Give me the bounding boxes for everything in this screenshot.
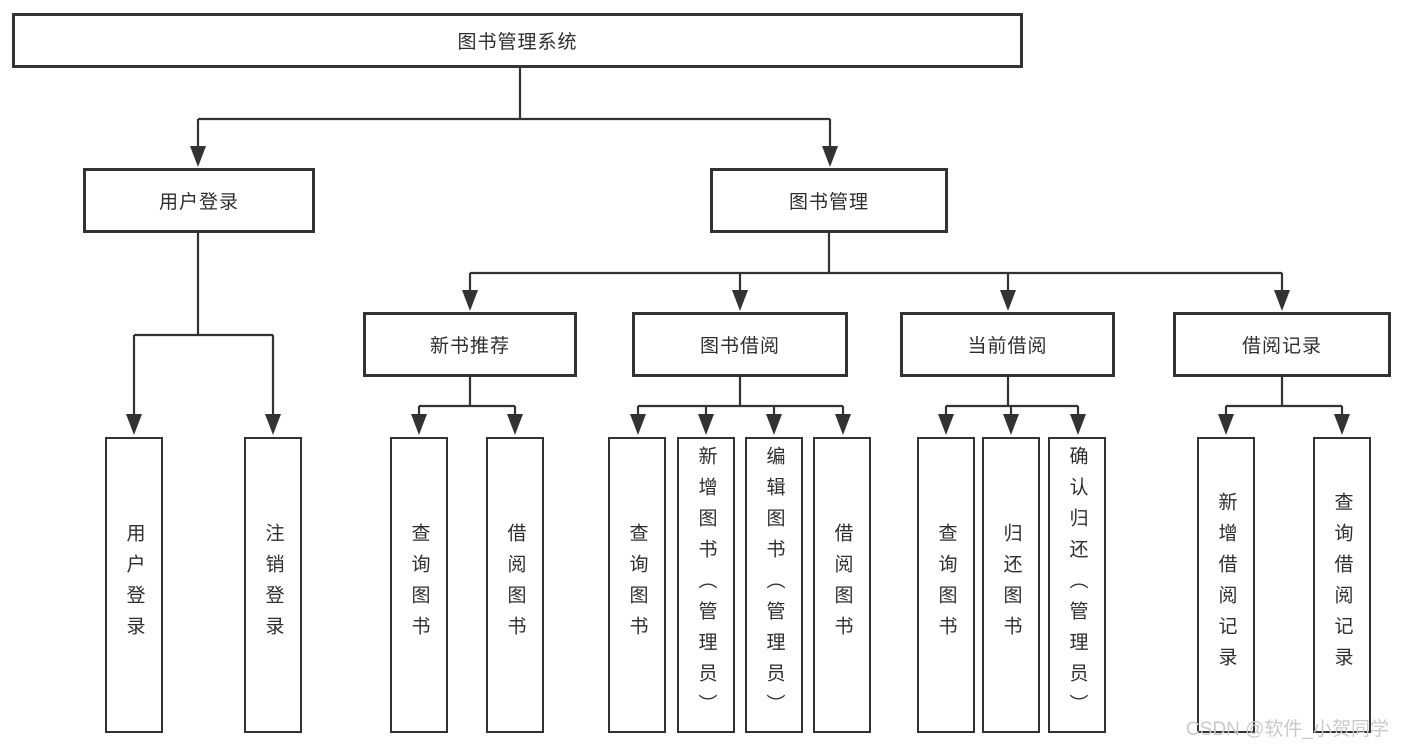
node-current-borrowing: 当前借阅: [900, 312, 1115, 377]
node-library-system: 图书管理系统: [12, 13, 1023, 68]
csdn-watermark: CSDN @软件_小贺同学: [1186, 719, 1389, 740]
leaf-borrow-books-recommend: 借阅图书: [486, 437, 544, 733]
leaf-query-borrow-record: 查询借阅记录: [1313, 437, 1371, 733]
node-book-borrowing: 图书借阅: [632, 312, 848, 377]
leaf-add-borrow-record: 新增借阅记录: [1197, 437, 1255, 733]
node-borrowing-records: 借阅记录: [1173, 312, 1391, 377]
node-user-login: 用户登录: [83, 168, 315, 233]
leaf-return-books: 归还图书: [982, 437, 1040, 733]
node-new-book-recommendation: 新书推荐: [363, 312, 577, 377]
leaf-query-books-current: 查询图书: [917, 437, 975, 733]
node-book-management: 图书管理: [710, 168, 948, 233]
leaf-add-book-admin: 新增图书（管理员）: [677, 437, 735, 733]
leaf-borrow-books: 借阅图书: [813, 437, 871, 733]
leaf-logout: 注销登录: [244, 437, 302, 733]
leaf-query-books-recommend: 查询图书: [390, 437, 448, 733]
leaf-confirm-return-admin: 确认归还（管理员）: [1048, 437, 1106, 733]
leaf-edit-book-admin: 编辑图书（管理员）: [745, 437, 803, 733]
leaf-query-books-borrowing: 查询图书: [608, 437, 666, 733]
leaf-user-login: 用户登录: [105, 437, 163, 733]
